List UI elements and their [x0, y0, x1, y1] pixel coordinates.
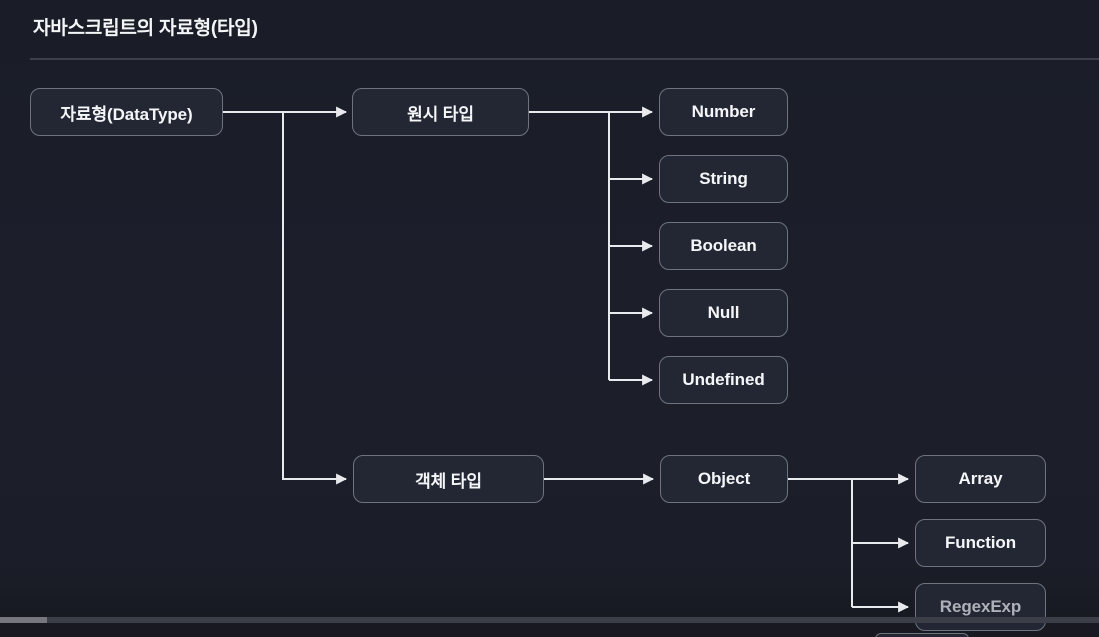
node-undefined[interactable]: Undefined [659, 356, 788, 404]
partial-node-box[interactable] [875, 633, 969, 637]
node-array[interactable]: Array [915, 455, 1046, 503]
node-boolean[interactable]: Boolean [659, 222, 788, 270]
node-primitive-type[interactable]: 원시 타입 [352, 88, 529, 136]
horizontal-scrollbar-track[interactable] [0, 617, 1099, 623]
node-number[interactable]: Number [659, 88, 788, 136]
horizontal-scrollbar-thumb[interactable] [0, 617, 47, 623]
node-regexexp[interactable]: RegexExp [915, 583, 1046, 631]
node-object-type[interactable]: 객체 타입 [353, 455, 544, 503]
node-function[interactable]: Function [915, 519, 1046, 567]
title-divider [30, 58, 1099, 60]
node-datatype[interactable]: 자료형(DataType) [30, 88, 223, 136]
bottom-strip [0, 623, 1099, 637]
node-null[interactable]: Null [659, 289, 788, 337]
node-object[interactable]: Object [660, 455, 788, 503]
node-string[interactable]: String [659, 155, 788, 203]
page-title: 자바스크립트의 자료형(타입) [33, 18, 258, 39]
